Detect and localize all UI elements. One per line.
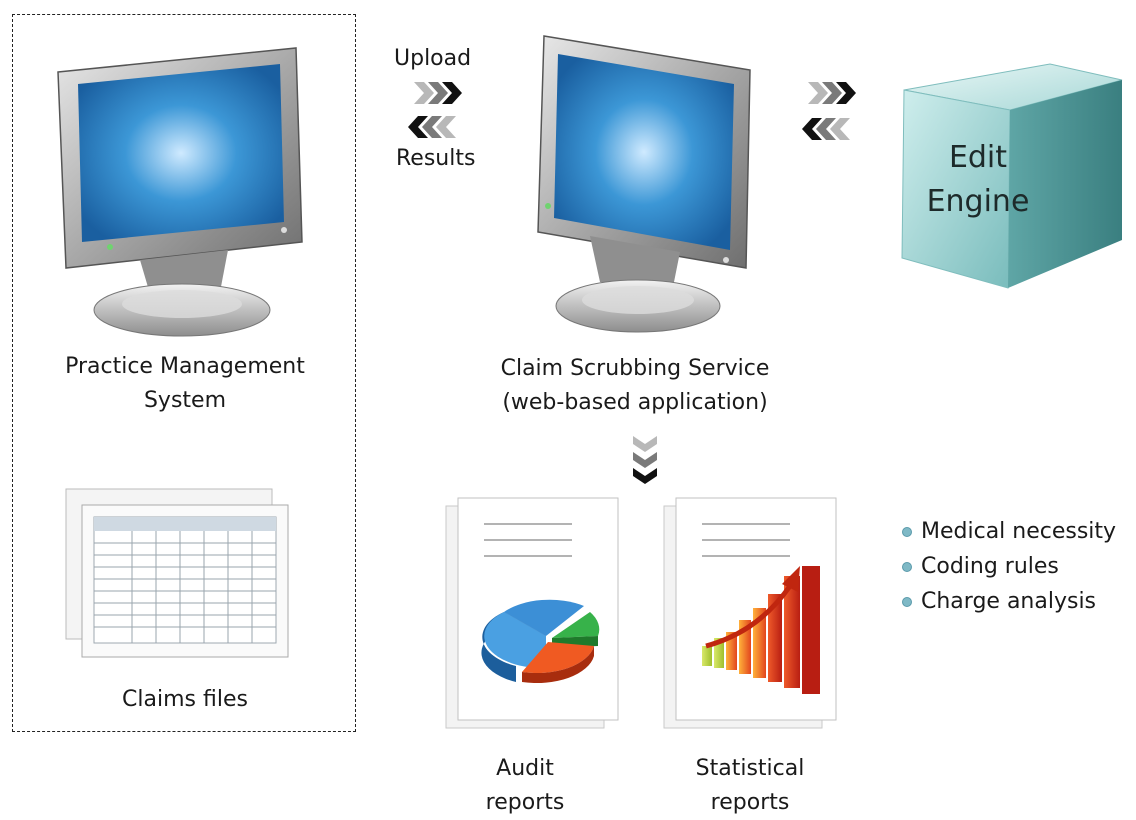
- edit-engine-label: Edit Engine: [918, 136, 1038, 224]
- pms-label-line1: Practice Management: [65, 354, 305, 379]
- spreadsheet-icon: [65, 488, 289, 658]
- edit-engine-line1: Edit: [948, 140, 1008, 175]
- bullet-icon: [902, 526, 912, 537]
- statistical-label-line1: Statistical: [695, 756, 805, 781]
- statistical-label-line2: reports: [710, 790, 790, 815]
- chevron-down-icon: [633, 436, 657, 484]
- list-item: Medical necessity: [902, 514, 1116, 549]
- bullet-icon: [902, 596, 912, 607]
- audit-label-line2: reports: [485, 790, 565, 815]
- chevron-left-icon: [802, 118, 850, 140]
- monitor-icon: [537, 35, 751, 333]
- pms-label: Practice Management System: [30, 350, 340, 418]
- audit-label-line1: Audit: [496, 756, 554, 781]
- audit-label: Audit reports: [470, 752, 580, 820]
- service-label-line1: Claim Scrubbing Service: [500, 356, 770, 381]
- pms-label-line2: System: [143, 388, 227, 413]
- feature-list: Medical necessity Coding rules Charge an…: [902, 514, 1116, 619]
- feature-label: Coding rules: [921, 554, 1059, 579]
- pms-group-box: [12, 14, 356, 732]
- chevron-right-icon: [808, 82, 856, 104]
- bar-chart-report-icon: [663, 497, 837, 729]
- bullet-icon: [902, 561, 912, 572]
- feature-label: Medical necessity: [921, 519, 1117, 544]
- monitor-icon: [57, 47, 303, 337]
- results-label: Results: [396, 146, 476, 171]
- upload-label: Upload: [394, 46, 472, 71]
- chevron-left-icon: [408, 116, 456, 138]
- service-label-line2: (web-based application): [502, 390, 768, 415]
- claims-files-label: Claims files: [122, 687, 248, 712]
- pie-chart-report-icon: [445, 497, 619, 729]
- list-item: Coding rules: [902, 549, 1116, 584]
- statistical-label: Statistical reports: [680, 752, 820, 820]
- edit-engine-line2: Engine: [926, 184, 1030, 219]
- feature-label: Charge analysis: [921, 589, 1097, 614]
- service-label: Claim Scrubbing Service (web-based appli…: [470, 352, 800, 420]
- list-item: Charge analysis: [902, 584, 1116, 619]
- chevron-right-icon: [414, 82, 462, 104]
- edit-engine-cube: [901, 63, 1123, 289]
